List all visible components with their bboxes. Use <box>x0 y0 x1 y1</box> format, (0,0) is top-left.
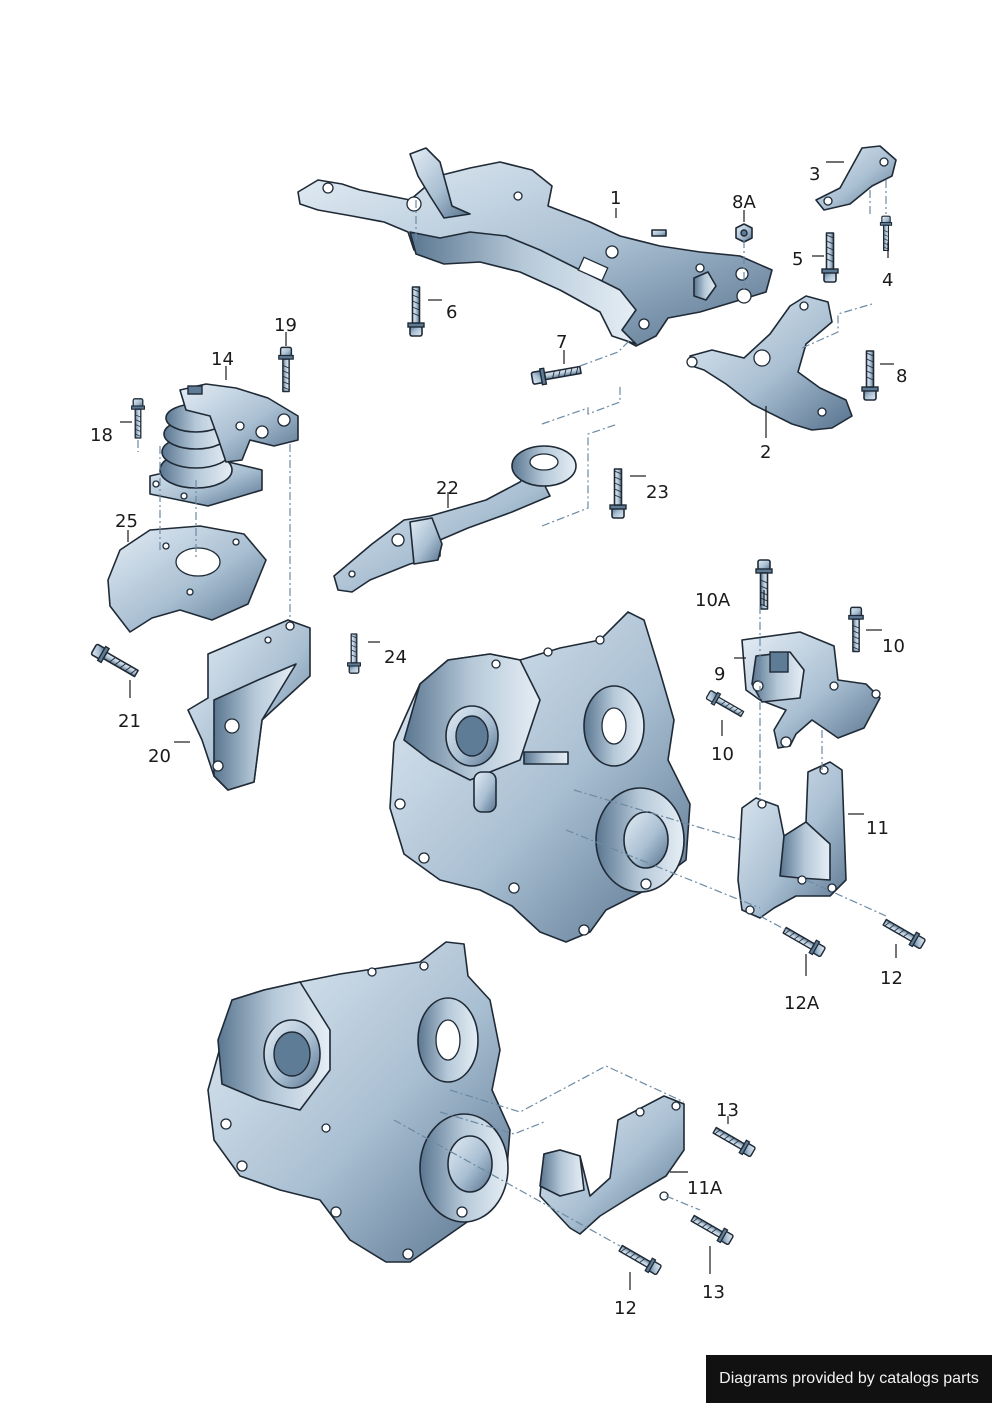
label-11: 11 <box>866 818 889 839</box>
label-18: 18 <box>90 425 113 446</box>
label-7: 7 <box>556 332 567 353</box>
label-6: 6 <box>446 302 457 323</box>
label-5: 5 <box>792 249 803 270</box>
label-13-lower: 13 <box>702 1282 725 1303</box>
nut-8a <box>735 223 753 243</box>
bolt-7 <box>530 361 583 388</box>
heat-shield-25 <box>107 525 267 633</box>
bolt-10-left <box>704 688 747 721</box>
bolt-21 <box>89 641 142 682</box>
label-20: 20 <box>148 746 171 767</box>
control-arm <box>686 295 853 431</box>
label-12-lower: 12 <box>614 1298 637 1319</box>
bolt-18 <box>130 398 146 439</box>
label-10-left: 10 <box>711 744 734 765</box>
label-8a: 8A <box>732 192 756 213</box>
label-12a: 12A <box>784 993 820 1014</box>
label-19: 19 <box>274 315 297 336</box>
gearbox-upper <box>389 611 691 943</box>
bolt-23 <box>609 468 627 519</box>
label-8: 8 <box>896 366 907 387</box>
torque-rod-22 <box>333 445 577 593</box>
callout-labels: 1 2 3 4 5 6 7 8 8A 9 10A 10 10 11 11A 12… <box>90 164 907 1319</box>
footer-credit: Diagrams provided by catalogs parts <box>706 1355 992 1403</box>
bolt-19 <box>278 346 294 393</box>
bolt-6 <box>407 286 425 337</box>
bracket-3 <box>815 145 897 211</box>
bolt-13-lower <box>688 1211 736 1248</box>
label-10-right: 10 <box>882 636 905 657</box>
bolt-12a <box>780 923 828 960</box>
bolt-5 <box>821 232 839 283</box>
bolt-10-right <box>848 606 864 653</box>
label-11a: 11A <box>687 1178 723 1199</box>
label-1: 1 <box>610 188 621 209</box>
engine-mount-14 <box>149 383 299 507</box>
bracket-11a <box>539 1095 685 1235</box>
mount-bracket-20 <box>187 619 311 791</box>
assembly-lines <box>137 180 887 1247</box>
label-13-upper: 13 <box>716 1100 739 1121</box>
footer-credit-text: Diagrams provided by catalogs parts <box>719 1370 979 1387</box>
label-2: 2 <box>760 442 771 463</box>
label-25: 25 <box>115 511 138 532</box>
label-21: 21 <box>118 711 141 732</box>
label-22: 22 <box>436 478 459 499</box>
label-4: 4 <box>882 270 893 291</box>
label-10a: 10A <box>695 590 731 611</box>
bolt-24 <box>346 633 362 674</box>
bolt-4 <box>879 215 893 252</box>
label-14: 14 <box>211 349 234 370</box>
subframe <box>297 147 773 347</box>
label-24: 24 <box>384 647 407 668</box>
gearbox-lower <box>207 941 511 1263</box>
bolt-13-upper <box>710 1123 758 1160</box>
label-12-right: 12 <box>880 968 903 989</box>
label-9: 9 <box>714 664 725 685</box>
gearbox-mount-9 <box>741 631 881 749</box>
bolt-8 <box>861 350 879 401</box>
bracket-11 <box>737 761 847 919</box>
leader-lines <box>120 161 897 1290</box>
bolt-12-lower <box>616 1241 664 1278</box>
label-3: 3 <box>809 164 820 185</box>
label-23: 23 <box>646 482 669 503</box>
bolt-12-right <box>880 915 928 952</box>
